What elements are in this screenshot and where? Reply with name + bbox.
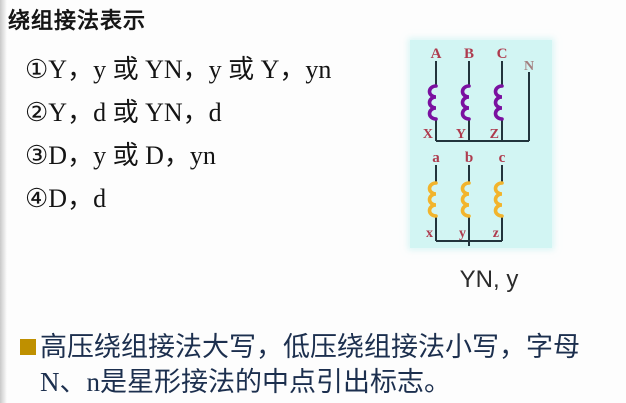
hv-terminal-label-b: B <box>464 46 474 62</box>
hv-terminal-label-a: A <box>431 46 442 62</box>
hv-circuit-lines <box>435 61 530 142</box>
left-edge-shadow <box>0 0 7 403</box>
note-block: 高压绕组接法大写，低压绕组接法小写，字母 N、n是星形接法的中点引出标志。 <box>20 330 616 400</box>
list-item: ②Y，d 或 YN，d <box>25 98 222 127</box>
lv-terminal-label-b: b <box>465 150 473 166</box>
lv-end-label-x: x <box>426 226 433 241</box>
lv-terminal-label-c: c <box>499 150 506 166</box>
lv-end-label-z: z <box>493 226 499 241</box>
list-item: ④D，d <box>25 184 107 213</box>
list-item: ③D，y 或 D，yn <box>25 141 216 170</box>
bullet-square-icon <box>20 339 36 355</box>
diagram-caption: YN, y <box>459 266 519 293</box>
lv-terminal-label-a: a <box>432 150 440 166</box>
connection-list: ①Y，y 或 YN，y 或 Y，yn ②Y，d 或 YN，d ③D，y 或 D，… <box>25 48 405 220</box>
list-item: ①Y，y 或 YN，y 或 Y，yn <box>25 55 332 84</box>
winding-diagram-panel: A B C N X Y Z a b c x y z <box>410 40 552 248</box>
winding-diagram-svg: A B C N X Y Z a b c x y z <box>423 46 534 246</box>
hv-end-label-y: Y <box>456 127 466 142</box>
hv-coil <box>427 84 504 121</box>
hv-end-label-z: Z <box>490 127 499 142</box>
hv-terminal-label-c: C <box>497 46 508 62</box>
hv-end-label-x: X <box>423 127 433 142</box>
hv-neutral-label: N <box>524 59 534 74</box>
lv-end-label-y: y <box>459 226 466 241</box>
lv-circuit-lines <box>435 165 503 246</box>
page-title: 绕组接法表示 <box>8 8 147 33</box>
note-text-line: N、n是星形接法的中点引出标志。 <box>40 367 451 397</box>
lv-coil <box>427 181 504 218</box>
note-text-line: 高压绕组接法大写，低压绕组接法小写，字母 <box>40 332 580 362</box>
note-text: 高压绕组接法大写，低压绕组接法小写，字母 N、n是星形接法的中点引出标志。 <box>40 330 616 400</box>
